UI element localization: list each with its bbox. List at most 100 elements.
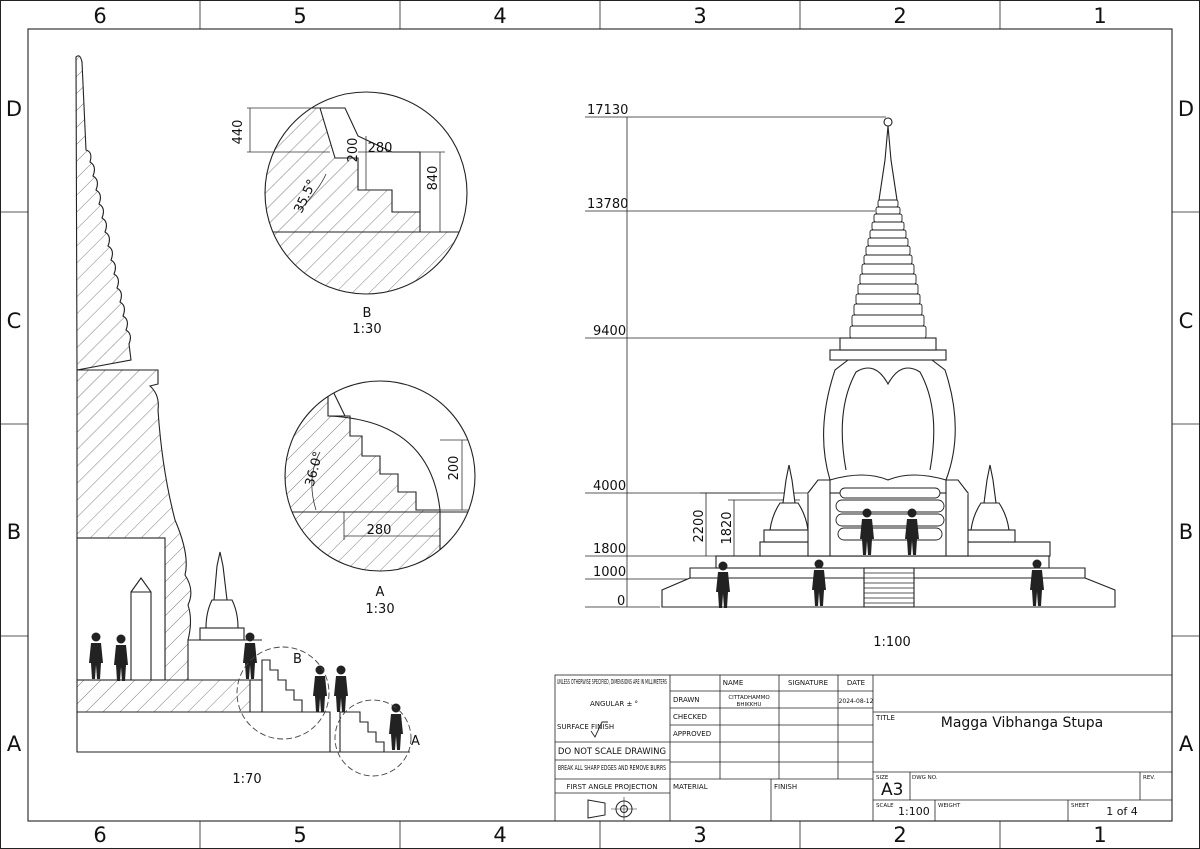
detail-a-scale: 1:30 [365,602,394,617]
dim-200: 200 [346,138,361,163]
tb-scale-label: SCALE [876,803,894,809]
col-label-bottom: 2 [893,823,906,847]
tb-size: A3 [881,780,903,800]
tb-title-label: TITLE [875,714,895,722]
elevation-scale: 1:100 [873,635,910,650]
callout-a-label: A [411,734,420,749]
elevation-small-stupa-left [763,464,815,543]
col-label-top: 3 [693,4,706,28]
tb-projection: FIRST ANGLE PROJECTION [567,783,658,791]
detail-b-scale: 1:30 [352,322,381,337]
dim-280: 280 [368,141,393,156]
tb-finish: FINISH [774,783,797,791]
col-label-bottom: 3 [693,823,706,847]
elevation-cone [849,199,927,339]
tb-dwg-label: DWG NO. [912,775,938,781]
detail-a: 200 280 36.0° A 1:30 [284,380,476,617]
dim-440: 440 [231,120,246,145]
stair-b [261,659,303,713]
level-label: 13780 [587,197,628,212]
section-scale: 1:70 [232,772,261,787]
title-block-text: UNLESS OTHERWISE SPECIFIED, DIMENSIONS A… [557,678,1155,818]
surface-finish-icon [590,721,608,738]
row-label-right: A [1179,732,1194,756]
person-silhouette [389,703,403,750]
col-label-top: 4 [493,4,506,28]
callout-b-label: B [293,652,302,667]
elevation-finial [878,125,898,201]
level-label: 0 [617,594,625,609]
person-child-silhouette [334,665,348,712]
row-label-left: D [6,97,22,121]
tb-sheet: 1 of 4 [1106,805,1138,818]
col-label-bottom: 1 [1093,823,1106,847]
front-elevation [585,116,1116,608]
col-label-top: 5 [293,4,306,28]
elevation-terrace [715,555,1050,569]
drawing-title: Magga Vibhanga Stupa [941,715,1103,731]
level-label: 1000 [593,565,626,580]
tb-scale: 1:100 [898,805,930,818]
col-label-bottom: 6 [93,823,106,847]
dim-2200: 2200 [692,509,707,542]
row-label-left: C [7,309,22,333]
detail-b: 440 200 280 840 35.5° B 1:30 [231,91,468,337]
row-label-left: B [7,520,21,544]
row-label-right: B [1179,520,1193,544]
tb-col-date: DATE [847,679,865,687]
detail-a-label: A [376,585,385,600]
col-label-top: 2 [893,4,906,28]
level-label: 17130 [587,103,628,118]
tb-drawn-date: 2024-08-12 [839,698,874,705]
dim-200: 200 [447,456,462,481]
level-label: 4000 [593,479,626,494]
tb-weight-label: WEIGHT [938,803,961,809]
row-label-right: C [1179,309,1194,333]
row-label-right: D [1178,97,1194,121]
tb-drawn-name-2: BHIKKHU [737,702,762,708]
section-base [76,711,331,753]
col-label-bottom: 5 [293,823,306,847]
col-label-bottom: 4 [493,823,506,847]
row-label-left: A [7,732,22,756]
chamber-obelisk [130,577,152,681]
tb-sheet-label: SHEET [1071,803,1090,809]
tb-burrs: BREAK ALL SHARP EDGES AND REMOVE BURRS [558,764,666,772]
elevation-bell [823,359,956,481]
dim-1820: 1820 [720,511,735,544]
small-stupa [199,551,245,641]
first-angle-projection-icon [587,797,637,821]
detail-callouts [236,646,412,777]
detail-b-label: B [363,306,372,321]
tb-col-name: NAME [723,679,744,687]
tb-row-drawn: DRAWN [673,696,700,704]
level-label: 1800 [593,542,626,557]
tb-angular: ANGULAR ± ° [590,700,638,708]
elevation-rings [835,487,945,541]
person-silhouette [313,665,327,712]
elevation-stair [863,567,915,608]
title-block [554,674,1173,822]
section-spire [75,55,132,371]
tb-row-checked: CHECKED [673,713,707,721]
tb-units-note: UNLESS OTHERWISE SPECIFIED, DIMENSIONS A… [557,678,667,686]
tb-col-signature: SIGNATURE [788,679,828,687]
tb-no-scale: DO NOT SCALE DRAWING [558,747,666,757]
tb-rev-label: REV. [1143,775,1155,781]
elevation-small-stupa-right [964,464,1016,543]
section-platform [76,679,251,713]
level-label: 9400 [593,324,626,339]
zone-labels: 6 5 4 3 2 1 6 5 4 3 2 1 D C B A D C B A [6,4,1194,847]
col-label-top: 1 [1093,4,1106,28]
tb-surface-finish: SURFACE FINISH [557,723,614,731]
dim-840: 840 [426,166,441,191]
tb-material: MATERIAL [673,783,708,791]
elevation-levels: 17130 13780 9400 4000 1800 1000 0 2200 1… [587,103,911,650]
tb-size-label: SIZE [876,775,889,781]
stair-a [339,711,385,753]
tb-row-approved: APPROVED [673,730,711,738]
col-label-top: 6 [93,4,106,28]
tb-drawn-name: CITTADHAMMO [728,695,770,701]
dim-280: 280 [367,523,392,538]
